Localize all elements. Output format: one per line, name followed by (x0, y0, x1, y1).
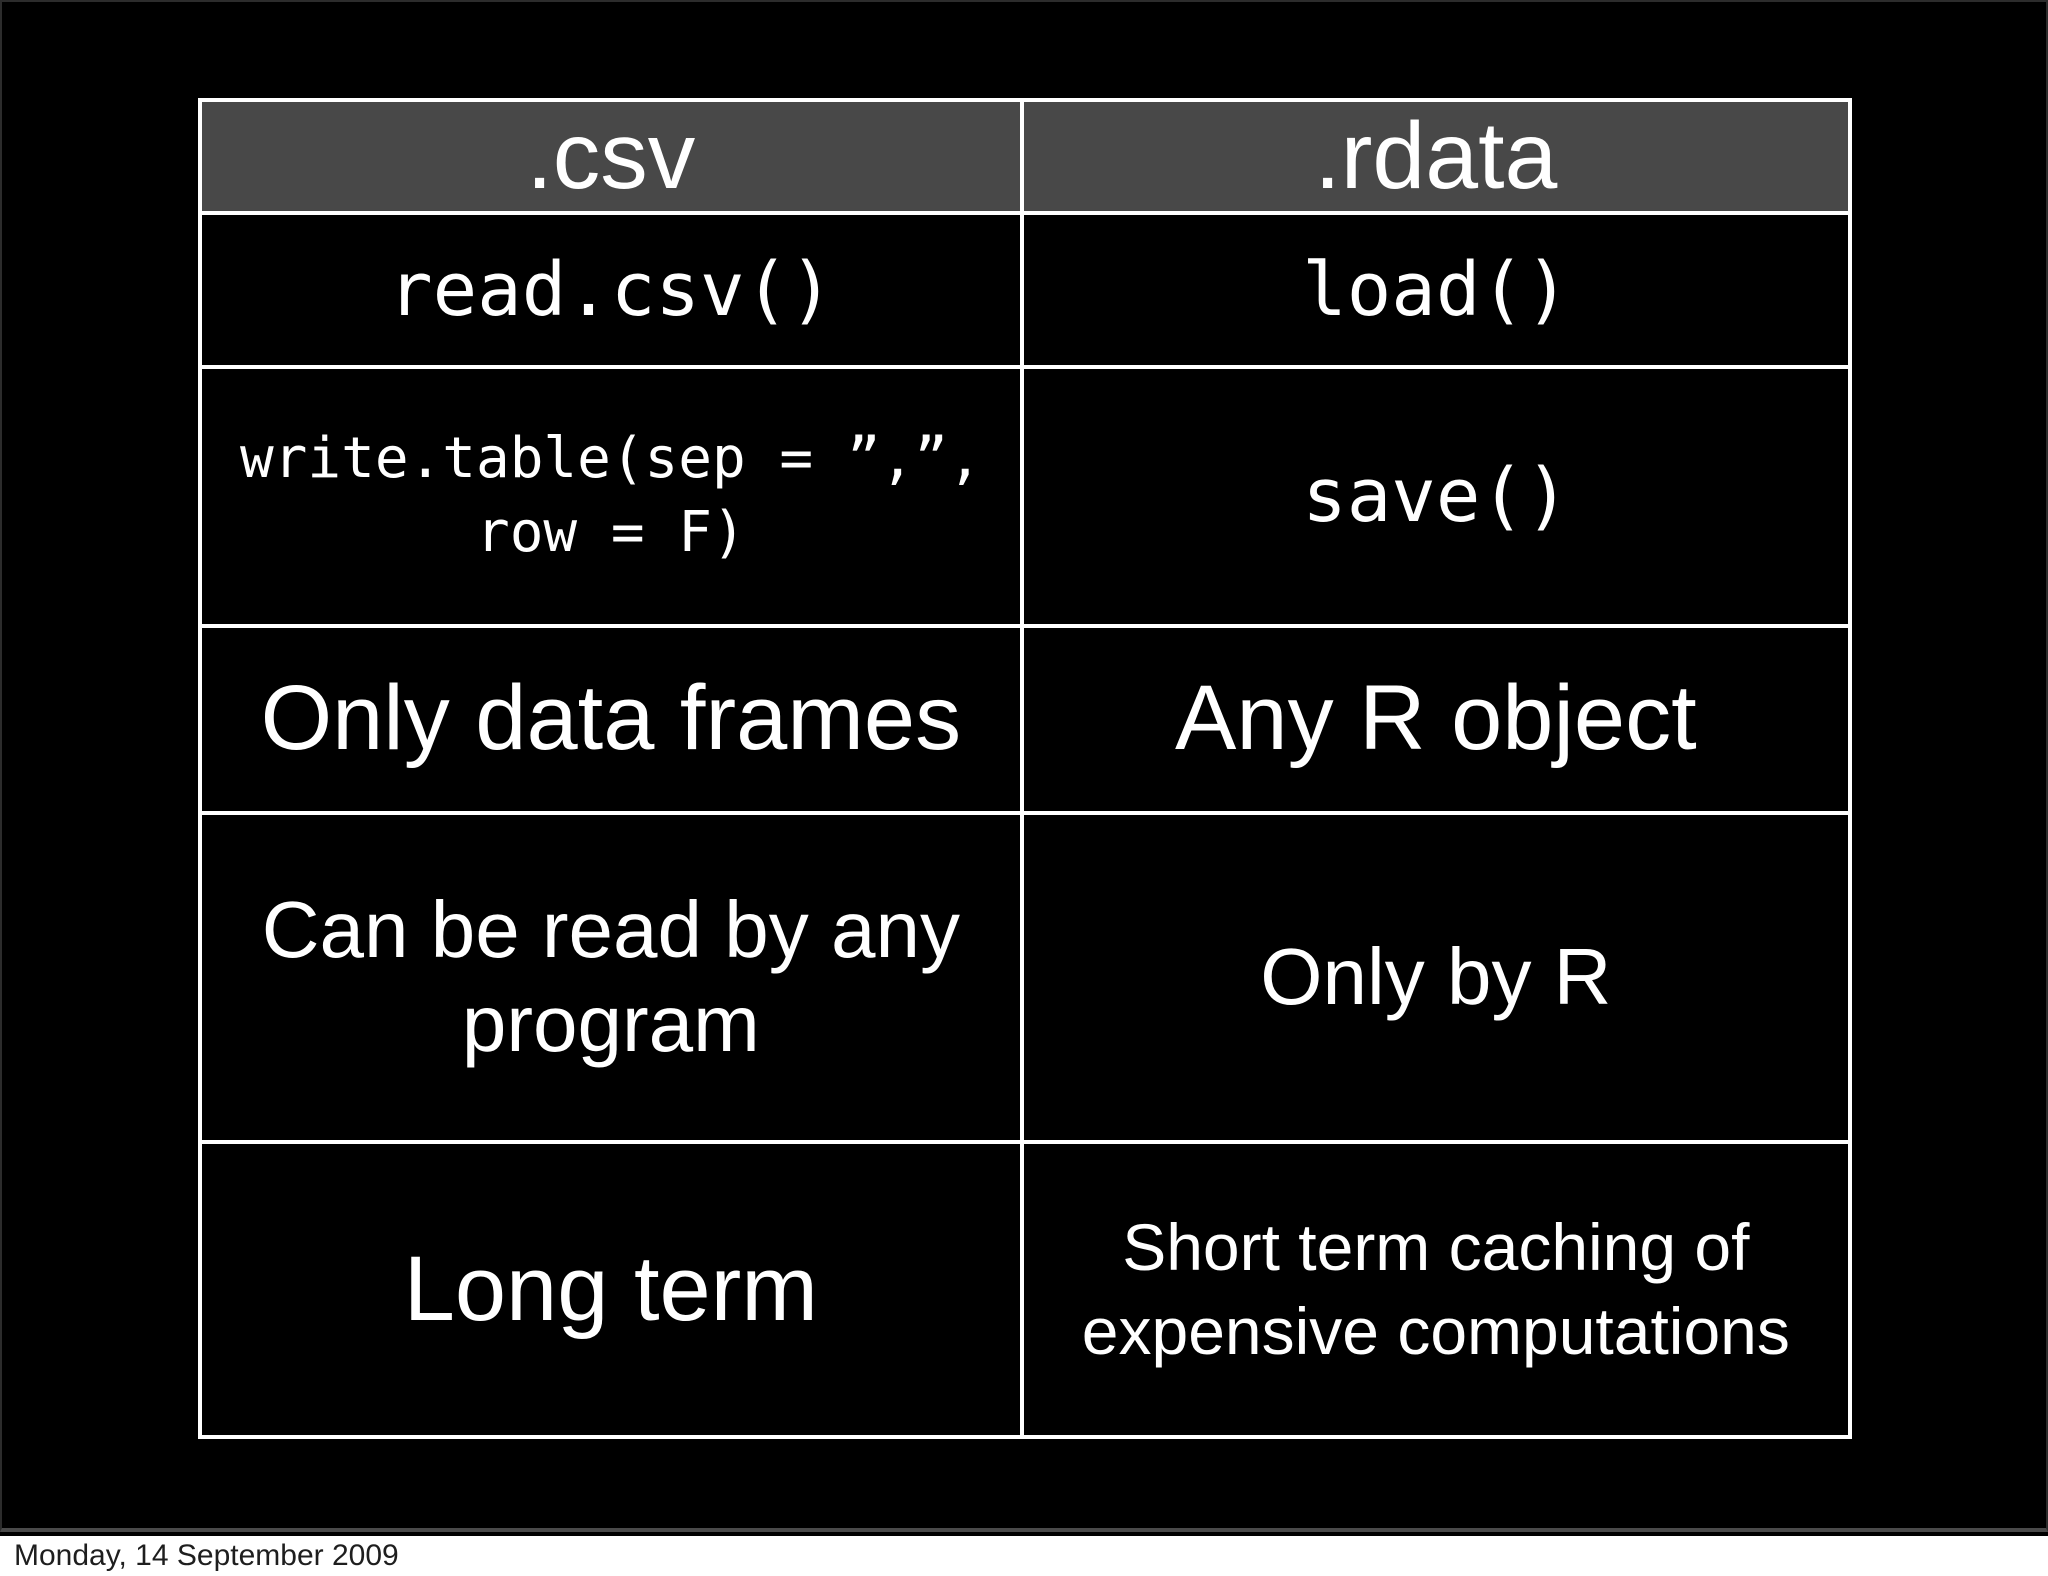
cell-csv-readability: Can be read by any program (198, 810, 1024, 1144)
date-text: Monday, 14 September 2009 (14, 1539, 399, 1572)
column-header-rdata: .rdata (1019, 98, 1853, 215)
cell-rdata-object-types: Any R object (1019, 623, 1853, 815)
date-footer: Monday, 14 September 2009 (0, 1536, 2048, 1576)
cell-csv-read-function: read.csv() (198, 211, 1024, 369)
comparison-table: .csv .rdata read.csv() load() write.tabl… (198, 98, 1853, 1440)
table-row-write-functions: write.table(sep = ”,”, row = F) save() (198, 364, 1853, 628)
cell-csv-storage-term: Long term (198, 1139, 1024, 1440)
header-row: .csv .rdata (198, 98, 1853, 215)
table-row-readability: Can be read by any program Only by R (198, 810, 1853, 1144)
table-row-storage-term: Long term Short term caching of expensiv… (198, 1139, 1853, 1440)
table-row-read-functions: read.csv() load() (198, 211, 1853, 369)
cell-rdata-save-function: save() (1019, 364, 1853, 628)
cell-rdata-load-function: load() (1019, 211, 1853, 369)
slide-canvas: .csv .rdata read.csv() load() write.tabl… (0, 0, 2048, 1532)
cell-csv-object-types: Only data frames (198, 623, 1024, 815)
cell-rdata-storage-term: Short term caching of expensive computat… (1019, 1139, 1853, 1440)
cell-rdata-readability: Only by R (1019, 810, 1853, 1144)
cell-csv-write-function: write.table(sep = ”,”, row = F) (198, 364, 1024, 628)
column-header-csv: .csv (198, 98, 1024, 215)
table-row-object-types: Only data frames Any R object (198, 623, 1853, 815)
